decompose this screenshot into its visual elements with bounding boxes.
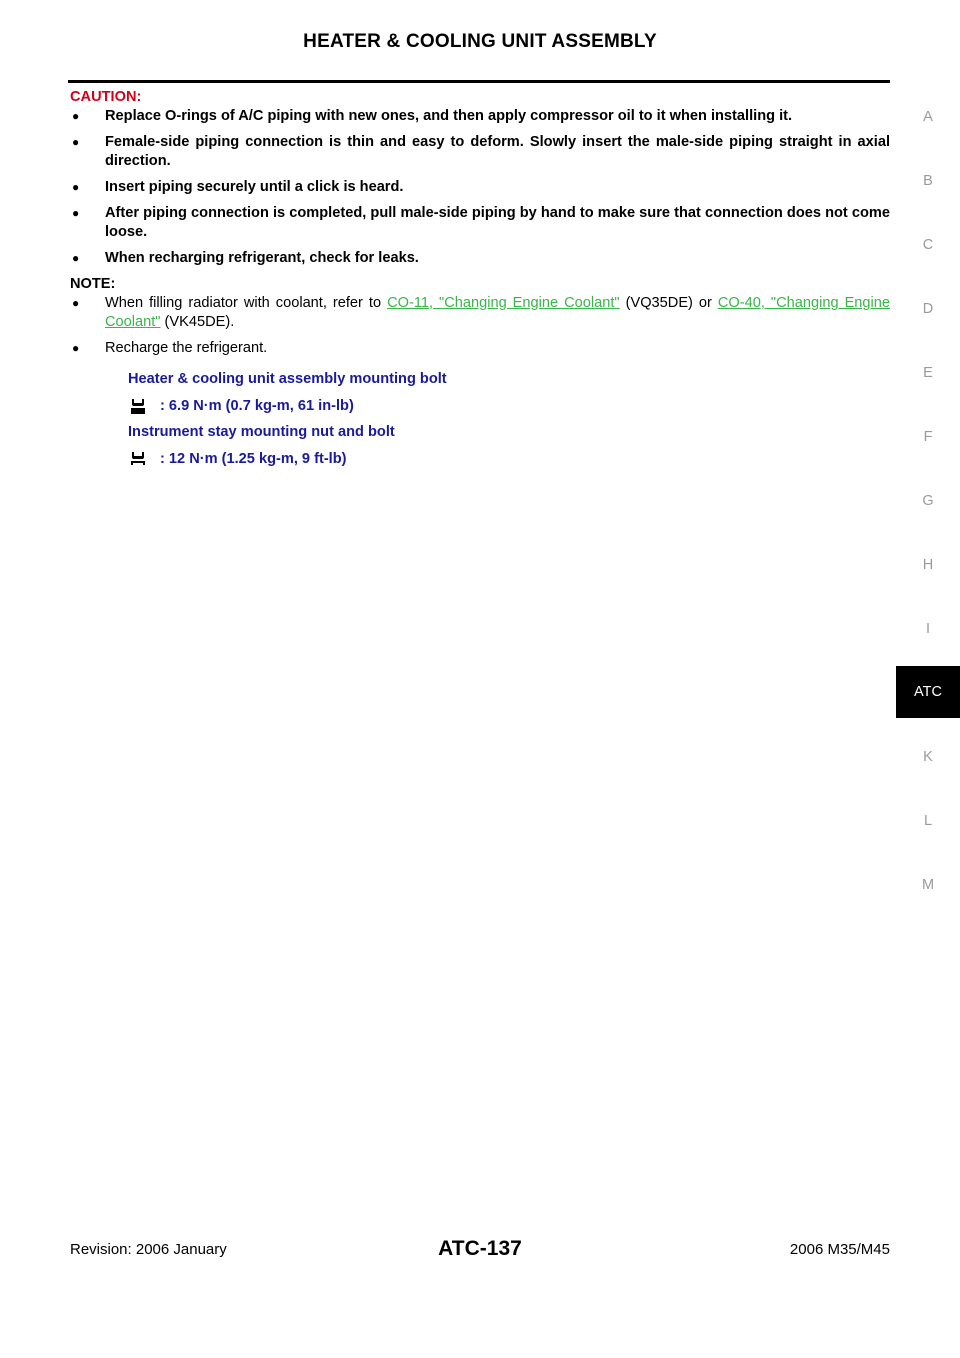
bullet-icon: ● [72, 341, 80, 355]
section-tab-c[interactable]: C [922, 237, 934, 253]
header-divider [68, 80, 890, 83]
page-title: HEATER & COOLING UNIT ASSEMBLY [303, 31, 657, 52]
caution-item: ●Female-side piping connection is thin a… [72, 134, 890, 169]
page-number: ATC-137 [438, 1237, 522, 1260]
section-tab-e[interactable]: E [923, 365, 933, 381]
note-item-coolant: ●When filling radiator with coolant, ref… [72, 295, 891, 330]
note-item-recharge: ●Recharge the refrigerant. [72, 340, 268, 356]
section-tab-l[interactable]: L [923, 813, 933, 829]
caution-item: ●Insert piping securely until a click is… [72, 179, 404, 195]
section-tab-g[interactable]: G [922, 493, 934, 509]
torque-heading-heater: Heater & cooling unit assembly mounting … [128, 371, 447, 387]
torque-spec-heater: : 6.9 N·m (0.7 kg-m, 61 in-lb) [128, 389, 890, 423]
note-list: ●When filling radiator with coolant, ref… [70, 294, 890, 358]
section-tab-h[interactable]: H [922, 557, 934, 573]
section-tab-a[interactable]: A [923, 109, 933, 125]
note-label: NOTE: [70, 276, 116, 292]
revision-date: Revision: 2006 January [70, 1241, 227, 1258]
torque-wrench-icon [129, 397, 147, 415]
caution-item: ●Replace O-rings of A/C piping with new … [72, 108, 793, 124]
torque-heading-instrument-stay: Instrument stay mounting nut and bolt [128, 424, 395, 440]
section-tab-m[interactable]: M [921, 877, 935, 893]
caution-label: CAUTION: [70, 89, 142, 105]
bullet-icon: ● [72, 206, 80, 220]
bullet-icon: ● [72, 296, 80, 310]
link-co-11[interactable]: CO-11, "Changing Engine Coolant" [387, 295, 620, 311]
section-tab-i[interactable]: I [925, 621, 931, 637]
bullet-icon: ● [72, 180, 80, 194]
section-tab-f[interactable]: F [923, 429, 933, 445]
caution-list: ●Replace O-rings of A/C piping with new … [70, 107, 890, 268]
link-co-40[interactable]: CO-40, "Changing Engine Coolant" [105, 295, 891, 330]
torque-wrench-icon [129, 450, 147, 468]
caution-item: ●When recharging refrigerant, check for … [72, 250, 419, 266]
torque-specs: Heater & cooling unit assembly mounting … [128, 370, 890, 476]
bullet-icon: ● [72, 109, 80, 123]
caution-item: ●After piping connection is completed, p… [72, 205, 890, 240]
section-tab-d[interactable]: D [922, 301, 934, 317]
bullet-icon: ● [72, 251, 80, 265]
vehicle-model: 2006 M35/M45 [789, 1241, 890, 1258]
section-tab-b[interactable]: B [923, 173, 933, 189]
content: CAUTION: ●Replace O-rings of A/C piping … [70, 88, 890, 476]
section-tab-k[interactable]: K [923, 749, 933, 765]
section-tab-atc[interactable]: ATC [896, 666, 960, 718]
torque-spec-instrument-stay: : 12 N·m (1.25 kg-m, 9 ft-lb) [128, 442, 890, 476]
bullet-icon: ● [72, 135, 80, 149]
